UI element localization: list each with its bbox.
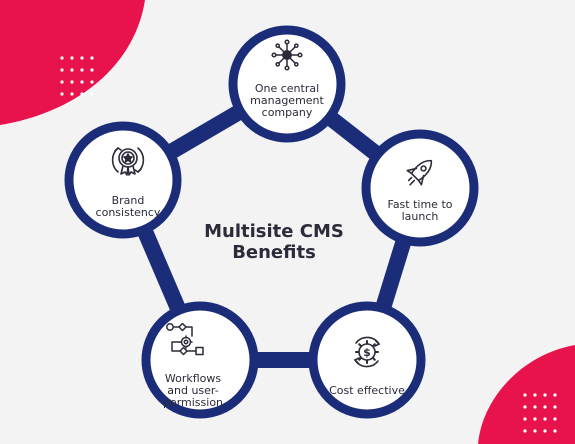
top-left-dot-grid <box>60 56 94 96</box>
diagram-title-line-1: Multisite CMS <box>204 221 344 242</box>
node-label-left-line-2: consistency <box>96 206 161 219</box>
brand-badge-icon <box>111 147 145 176</box>
node-label-left: Brand consistency <box>96 194 161 219</box>
node-label-right-line-1: Fast time to <box>388 198 453 211</box>
node-label-bottom-right: Cost effective <box>329 384 405 397</box>
node-label-bottom-left-line-2: and user- <box>167 384 218 397</box>
hub-network-icon <box>271 39 303 71</box>
node-label-right-line-2: launch <box>402 210 439 223</box>
node-label-bottom-left-line-1: Workflows <box>165 372 222 385</box>
node-label-bottom-right-line-1: Cost effective <box>329 384 405 397</box>
workflow-icon <box>166 322 204 356</box>
node-label-top: One central management company <box>250 82 324 119</box>
cost-gear-dollar-icon: $ <box>353 336 381 368</box>
node-label-left-line-1: Brand <box>112 194 145 207</box>
bottom-right-dot-grid <box>523 393 557 433</box>
svg-text:$: $ <box>363 346 371 359</box>
node-label-bottom-left-line-3: permission <box>163 396 223 409</box>
top-left-corner-shape <box>0 0 145 125</box>
node-circle-bottom-left <box>141 301 259 419</box>
diagram-title-line-2: Benefits <box>232 242 316 263</box>
node-label-right: Fast time to launch <box>388 198 453 223</box>
node-label-top-line-3: company <box>262 106 313 119</box>
node-label-bottom-left: Workflows and user- permission <box>163 372 223 409</box>
node-label-top-line-1: One central <box>255 82 319 95</box>
node-label-top-line-2: management <box>250 94 324 107</box>
rocket-icon <box>406 159 433 186</box>
node-circle-left <box>64 121 182 239</box>
node-circle-top <box>228 25 346 143</box>
diagram-title: Multisite CMS Benefits <box>204 221 344 263</box>
node-circle-right <box>361 129 479 247</box>
